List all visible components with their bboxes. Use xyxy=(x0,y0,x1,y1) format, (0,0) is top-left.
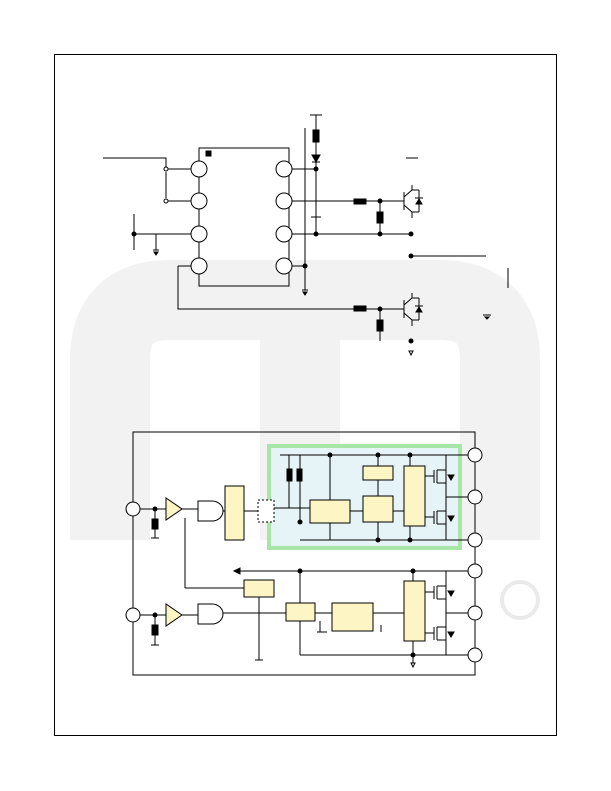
ground-icon xyxy=(302,289,308,296)
ic-pin xyxy=(275,225,293,243)
ground-icon xyxy=(483,314,491,320)
driver-block xyxy=(403,580,426,642)
ic-pin xyxy=(275,257,293,275)
pin1-marker xyxy=(205,150,212,157)
control-block xyxy=(362,495,394,523)
resistor-icon xyxy=(151,624,159,636)
mosfet-icon xyxy=(425,469,455,484)
resistor-icon xyxy=(312,129,320,143)
ic-pin xyxy=(275,160,293,178)
logic-block xyxy=(224,485,245,541)
pin xyxy=(467,647,483,663)
pin xyxy=(467,563,483,579)
resistor-icon xyxy=(151,518,159,530)
pin xyxy=(467,489,483,505)
resistor-icon xyxy=(353,198,367,205)
ic-package xyxy=(198,147,290,287)
ground-icon xyxy=(153,249,159,256)
block-diagram xyxy=(125,431,483,676)
pin xyxy=(125,607,141,623)
logic-block xyxy=(243,579,275,598)
ic-pin xyxy=(190,160,208,178)
npn-transistor-icon xyxy=(403,293,423,326)
ic-pin xyxy=(190,192,208,210)
pin xyxy=(125,501,141,517)
ic-pin xyxy=(190,257,208,275)
resistor-icon xyxy=(376,211,384,224)
resistor-icon xyxy=(376,319,384,332)
driver-block xyxy=(403,465,426,527)
npn-transistor-icon xyxy=(403,185,423,218)
logic-block xyxy=(285,602,316,622)
ic-pin xyxy=(275,192,293,210)
block-diagram-border xyxy=(132,431,476,676)
resistor-icon xyxy=(353,305,367,312)
pin xyxy=(467,605,483,621)
top-schematic xyxy=(103,114,509,357)
page-frame xyxy=(54,54,557,736)
comparator-icon xyxy=(165,603,183,627)
ground-icon xyxy=(408,350,414,357)
pin xyxy=(467,447,483,463)
control-block xyxy=(362,465,394,481)
ic-pin xyxy=(190,225,208,243)
timer-block xyxy=(331,602,374,632)
diode-icon xyxy=(311,154,321,164)
and-gate-icon xyxy=(197,500,224,522)
mosfet-icon xyxy=(425,626,455,641)
pin xyxy=(467,532,483,548)
mosfet-icon xyxy=(425,585,455,600)
gate-driver-block xyxy=(309,499,351,524)
and-gate-icon xyxy=(197,603,224,625)
ground-icon xyxy=(410,662,416,669)
mosfet-icon xyxy=(425,510,455,525)
comparator-icon xyxy=(165,497,183,521)
level-shifter-icon xyxy=(257,499,275,523)
